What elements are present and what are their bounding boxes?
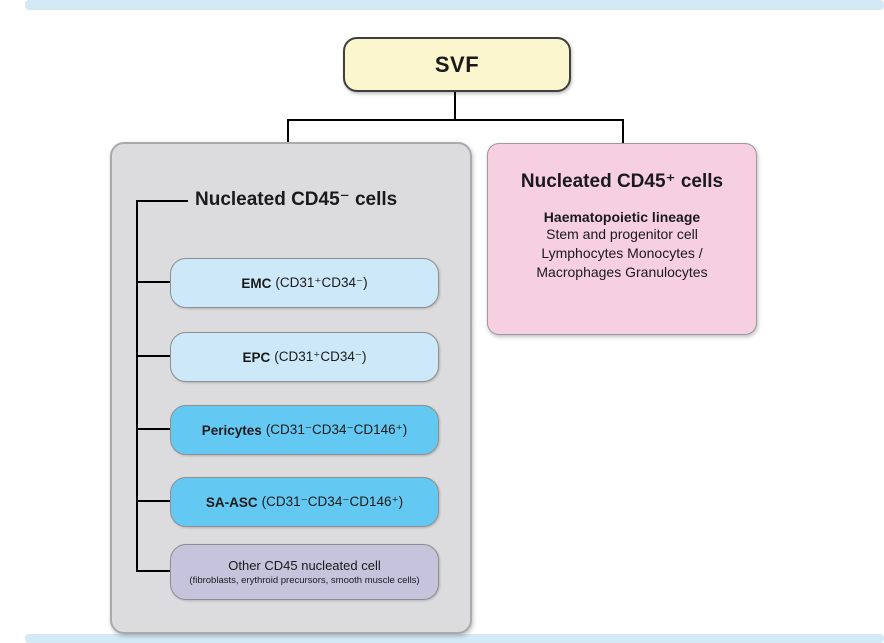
lineage-line-3: Macrophages Granulocytes	[536, 264, 708, 280]
svf-label: SVF	[434, 51, 480, 77]
svf-node: SVF	[343, 37, 571, 92]
connector-horizontal	[287, 119, 624, 121]
cell-box-epc: EPC (CD31⁺CD34⁻)	[170, 332, 439, 382]
epc-markers: (CD31⁺CD34⁻)	[274, 349, 367, 364]
saasc-markers: (CD31⁻CD34⁻CD146⁺)	[261, 494, 404, 509]
emc-name: EMC	[241, 275, 272, 291]
connector-right-drop	[622, 119, 624, 144]
emc-markers: (CD31⁺CD34⁻)	[275, 275, 368, 290]
cell-box-emc: EMC (CD31⁺CD34⁻)	[170, 258, 439, 308]
connector-left-drop	[287, 119, 289, 143]
other-title: Other CD45 nucleated cell	[228, 558, 381, 573]
cell-box-pericytes: Pericytes (CD31⁻CD34⁻CD146⁺)	[170, 405, 439, 455]
cd45-positive-panel: Nucleated CD45⁺ cells Haematopoietic lin…	[487, 143, 757, 335]
other-subtitle: (fibroblasts, erythroid precursors, smoo…	[189, 575, 420, 586]
stub-emc-line	[136, 281, 170, 283]
heading-tick-line	[136, 200, 188, 202]
pericytes-name: Pericytes	[201, 422, 262, 438]
bottom-accent-strip	[25, 634, 884, 643]
tree-spine-line	[136, 200, 138, 572]
lineage-line-1: Stem and progenitor cell	[546, 226, 698, 242]
lineage-title: Haematopoietic lineage	[543, 209, 701, 225]
top-accent-strip	[25, 0, 884, 10]
connector-svf-stem	[454, 88, 456, 119]
cd45-negative-heading: Nucleated CD45⁻ cells	[195, 189, 398, 210]
stub-saasc-line	[136, 500, 170, 502]
cell-box-saasc: SA-ASC (CD31⁻CD34⁻CD146⁺)	[170, 477, 439, 527]
stub-pericytes-line	[136, 428, 170, 430]
pericytes-markers: (CD31⁻CD34⁻CD146⁺)	[265, 422, 408, 437]
cd45-positive-heading: Nucleated CD45⁺ cells	[520, 171, 724, 192]
saasc-name: SA-ASC	[205, 494, 258, 510]
cell-box-other: Other CD45 nucleated cell (fibroblasts, …	[170, 544, 439, 600]
stub-epc-line	[136, 355, 170, 357]
epc-name: EPC	[242, 349, 271, 365]
lineage-line-2: Lymphocytes Monocytes /	[541, 245, 703, 261]
stub-other-line	[136, 570, 170, 572]
